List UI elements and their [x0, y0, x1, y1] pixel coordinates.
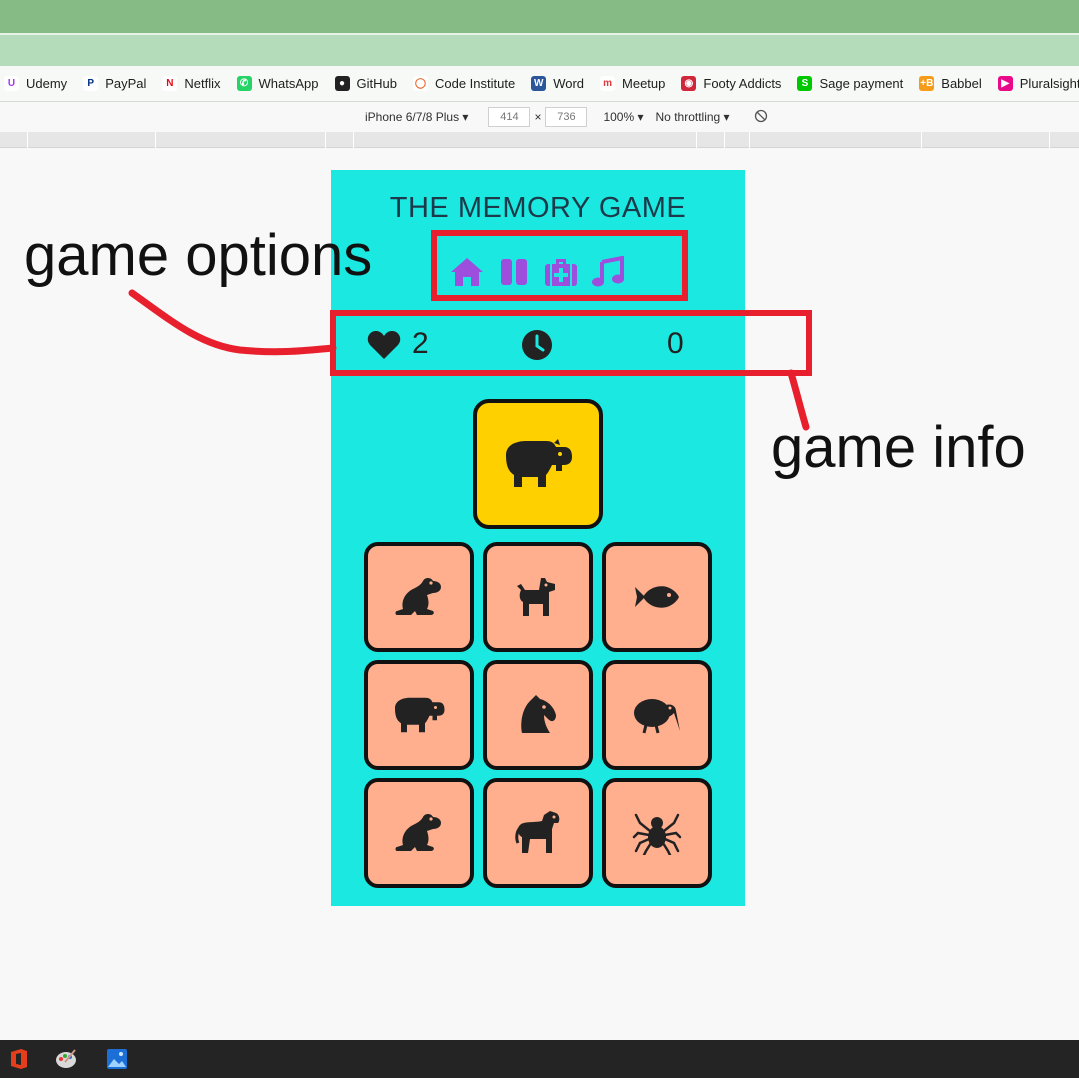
bookmark-sage-payment[interactable]: S Sage payment: [797, 76, 903, 91]
bookmark-github[interactable]: ● GitHub: [334, 76, 397, 91]
bookmark-udemy[interactable]: U Udemy: [4, 76, 67, 91]
music-icon[interactable]: [590, 254, 626, 290]
bookmark-code-institute[interactable]: ◯ Code Institute: [412, 76, 516, 91]
bookmark-meetup[interactable]: m Meetup: [600, 76, 665, 91]
frog-icon: [391, 811, 447, 855]
home-icon[interactable]: [449, 254, 485, 290]
bookmark-label: WhatsApp: [258, 76, 319, 91]
bookmark-pluralsight[interactable]: ▶ Pluralsight: [997, 76, 1079, 91]
viewport-width-input[interactable]: 414: [488, 107, 531, 127]
game-info-label: game info: [771, 415, 1026, 480]
bookmarks-bar: U Udemy P PayPal N Netflix ✆ WhatsApp ● GitHub ◯ Co…: [0, 66, 1079, 102]
bookmark-whatsapp[interactable]: ✆ WhatsApp: [236, 76, 319, 91]
sage-icon: S: [797, 76, 813, 91]
bookmark-footy-addicts[interactable]: ◉ Footy Addicts: [681, 76, 781, 91]
bookmark-netflix[interactable]: N Netflix: [162, 76, 221, 91]
lives-count: 2: [412, 327, 429, 360]
dog-icon: [515, 576, 561, 618]
horse-head-icon: [516, 693, 560, 737]
memory-card[interactable]: [483, 660, 593, 770]
memory-card[interactable]: [483, 542, 593, 652]
viewport-height-input[interactable]: 736: [545, 107, 588, 127]
first-aid-kit-icon[interactable]: [543, 254, 579, 290]
hippo-icon: [506, 439, 572, 487]
bookmark-label: GitHub: [356, 76, 397, 91]
netflix-icon: N: [162, 76, 178, 91]
hippo-icon: [392, 696, 446, 734]
bookmark-label: Footy Addicts: [703, 76, 782, 91]
kiwi-bird-icon: [632, 695, 682, 735]
bookmark-label: Netflix: [184, 76, 221, 91]
memory-card[interactable]: [602, 542, 712, 652]
media-query-ruler: [0, 132, 1079, 148]
bookmark-babbel[interactable]: +B Babbel: [919, 76, 982, 91]
memory-card[interactable]: [364, 778, 474, 888]
heart-icon: [367, 331, 401, 359]
zoom-select[interactable]: 100%: [603, 110, 643, 124]
throttling-select[interactable]: No throttling: [656, 110, 730, 124]
device-toolbar: iPhone 6/7/8 Plus 414 × 736 100% No thro…: [0, 102, 1079, 132]
game-info: 2 0: [331, 320, 745, 370]
os-taskbar: [0, 1040, 1079, 1078]
browser-title-bar: [0, 0, 1079, 33]
target-card: [473, 399, 603, 529]
office-icon[interactable]: [8, 1048, 30, 1070]
frog-icon: [391, 575, 447, 619]
bookmark-label: Sage payment: [819, 76, 904, 91]
device-select[interactable]: iPhone 6/7/8 Plus: [365, 110, 468, 124]
spider-icon: [632, 811, 682, 855]
word-icon: W: [531, 76, 547, 91]
fish-icon: [633, 583, 681, 611]
dimension-separator: ×: [534, 110, 542, 124]
game-options-label: game options: [24, 223, 373, 288]
whatsapp-icon: ✆: [236, 76, 252, 91]
github-icon: ●: [334, 76, 350, 91]
memory-card[interactable]: [483, 778, 593, 888]
paint-icon[interactable]: [55, 1048, 77, 1070]
memory-card[interactable]: [364, 660, 474, 770]
memory-card[interactable]: [602, 778, 712, 888]
bookmark-label: Meetup: [622, 76, 666, 91]
bookmark-label: PayPal: [105, 76, 147, 91]
rotate-icon[interactable]: [754, 109, 768, 126]
game-title: THE MEMORY GAME: [389, 192, 687, 224]
meetup-icon: m: [600, 76, 616, 91]
udemy-icon: U: [4, 76, 19, 91]
footy-addicts-icon: ◉: [681, 76, 697, 91]
bookmark-word[interactable]: W Word: [531, 76, 584, 91]
bookmark-label: Pluralsight: [1019, 76, 1079, 91]
options-arrow: [128, 289, 337, 356]
game-viewport: THE MEMORY GAME 2 0: [128, 170, 812, 906]
bookmark-label: Babbel: [941, 76, 982, 91]
code-institute-icon: ◯: [412, 76, 428, 91]
horse-icon: [514, 809, 562, 857]
browser-tab-bar: [0, 33, 1079, 66]
photos-icon[interactable]: [106, 1048, 128, 1070]
babbel-icon: +B: [919, 76, 935, 91]
game-options: [449, 254, 626, 290]
bookmark-paypal[interactable]: P PayPal: [83, 76, 146, 91]
pause-icon[interactable]: [496, 254, 532, 290]
timer-value: 0: [667, 327, 684, 360]
memory-card[interactable]: [364, 542, 474, 652]
bookmark-label: Code Institute: [434, 76, 516, 91]
paypal-icon: P: [83, 76, 99, 91]
bookmark-label: Word: [553, 76, 585, 91]
pluralsight-icon: ▶: [997, 76, 1013, 91]
memory-card[interactable]: [602, 660, 712, 770]
clock-icon: [522, 330, 552, 360]
bookmark-label: Udemy: [26, 76, 68, 91]
